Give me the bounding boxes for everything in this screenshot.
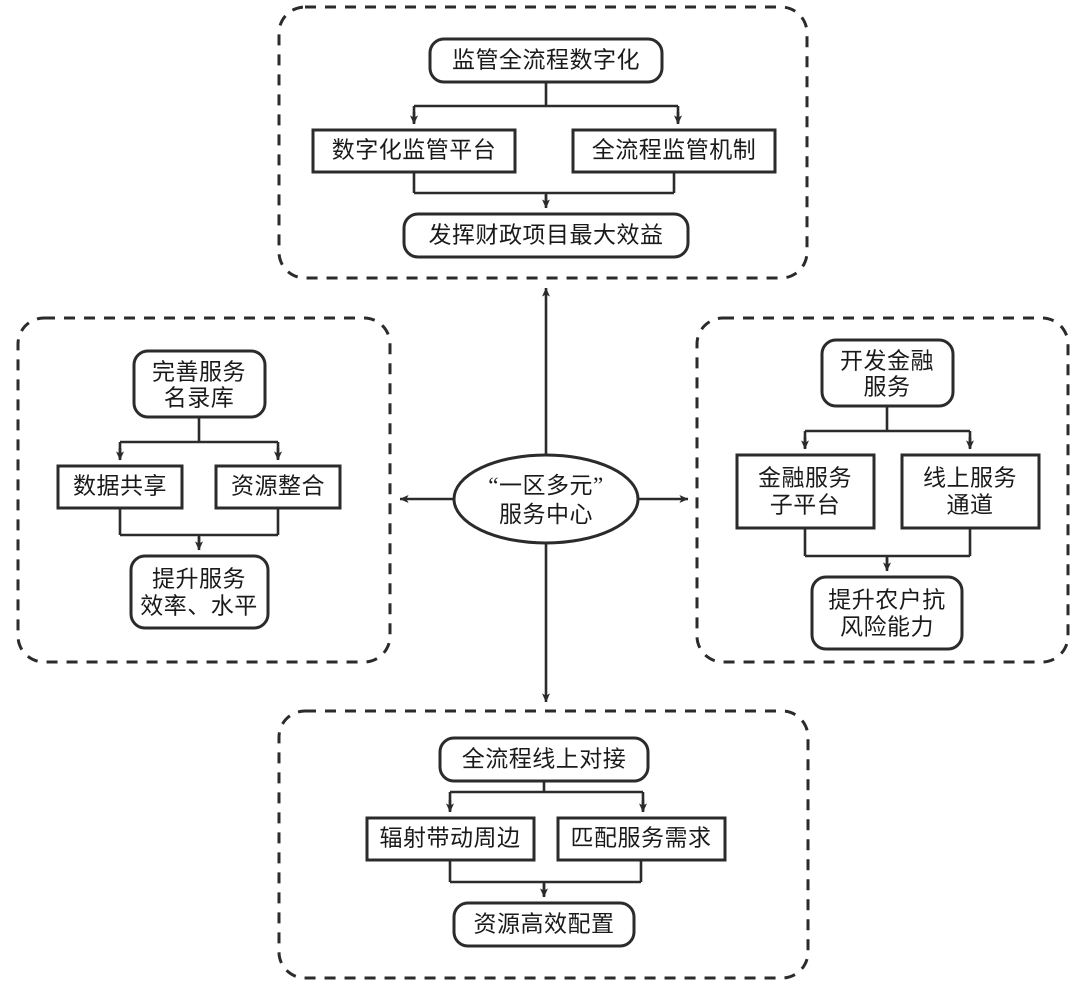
node-bottom-outcome[interactable]: 资源高效配置 [452,901,636,948]
node-left-root-label-line2: 名录库 [164,385,235,410]
node-top-middle-left-label: 数字化监管平台 [332,137,497,162]
node-left-outcome-label-line1: 提升服务 [152,566,246,591]
center-label-line2: 服务中心 [499,502,593,527]
panel-bottom: 全流程线上对接 辐射带动周边 匹配服务需求 资源高效配置 [277,709,810,980]
node-right-outcome[interactable]: 提升农户抗 风险能力 [810,575,964,651]
connector-right-split [803,406,972,448]
panel-right: 开发金融 服务 金融服务 子平台 线上服务 通道 提升农户抗 风险能力 [695,316,1070,664]
node-top-root[interactable]: 监管全流程数字化 [428,37,664,84]
panel-bottom-border [277,709,810,980]
node-top-outcome[interactable]: 发挥财政项目最大效益 [402,212,690,259]
connector-top-merge [412,172,676,205]
node-top-outcome-label: 发挥财政项目最大效益 [429,222,664,247]
node-right-middle-right-label-line1: 线上服务 [923,465,1017,490]
connector-left-split [118,417,280,459]
node-top-root-label: 监管全流程数字化 [452,47,640,72]
panel-right-border [695,316,1070,664]
node-bottom-root-label: 全流程线上对接 [462,746,627,771]
node-bottom-middle-right-label: 匹配服务需求 [571,825,712,850]
node-bottom-middle-left-label: 辐射带动周边 [380,825,521,850]
node-left-middle-right[interactable]: 资源整合 [214,464,342,510]
node-right-middle-right[interactable]: 线上服务 通道 [900,453,1041,530]
connector-bottom-split [448,781,645,811]
panel-top: 监管全流程数字化 数字化监管平台 全流程监管机制 发挥财政项目最大效益 [277,5,809,280]
center-label-line1: “一区多元” [488,473,603,498]
node-right-root[interactable]: 开发金融 服务 [820,338,955,408]
node-right-root-label-line1: 开发金融 [840,348,934,373]
node-top-middle-left[interactable]: 数字化监管平台 [311,128,517,174]
node-left-outcome[interactable]: 提升服务 效率、水平 [129,554,270,630]
connector-bottom-merge [448,860,643,896]
node-right-middle-left-label-line2: 子平台 [770,492,841,517]
node-bottom-root[interactable]: 全流程线上对接 [438,736,650,783]
node-right-outcome-label-line1: 提升农户抗 [828,587,946,612]
panel-left-border [16,316,392,664]
node-left-middle-right-label: 资源整合 [231,473,325,498]
node-left-outcome-label-line2: 效率、水平 [140,593,258,618]
node-top-middle-right-label: 全流程监管机制 [592,137,757,162]
center-ellipse[interactable] [452,453,640,545]
node-top-middle-right[interactable]: 全流程监管机制 [571,128,777,174]
panel-top-border [277,5,809,280]
connector-top-split [412,82,680,123]
connector-right-merge [803,528,972,568]
node-right-outcome-label-line2: 风险能力 [840,614,934,639]
panel-left: 完善服务 名录库 数据共享 资源整合 提升服务 效率、水平 [16,316,392,664]
node-right-middle-left[interactable]: 金融服务 子平台 [735,453,876,530]
node-bottom-middle-right[interactable]: 匹配服务需求 [556,816,727,862]
node-left-root[interactable]: 完善服务 名录库 [132,349,267,419]
node-right-root-label-line2: 服务 [864,374,911,399]
connector-left-merge [118,508,280,547]
node-left-middle-left-label: 数据共享 [73,473,167,498]
hub-center[interactable]: “一区多元” 服务中心 [452,453,640,545]
node-left-root-label-line1: 完善服务 [152,359,246,384]
node-left-middle-left[interactable]: 数据共享 [56,464,184,510]
node-bottom-middle-left[interactable]: 辐射带动周边 [365,816,536,862]
node-right-middle-right-label-line2: 通道 [947,492,994,517]
node-right-middle-left-label-line1: 金融服务 [758,465,852,490]
node-bottom-outcome-label: 资源高效配置 [474,911,615,936]
